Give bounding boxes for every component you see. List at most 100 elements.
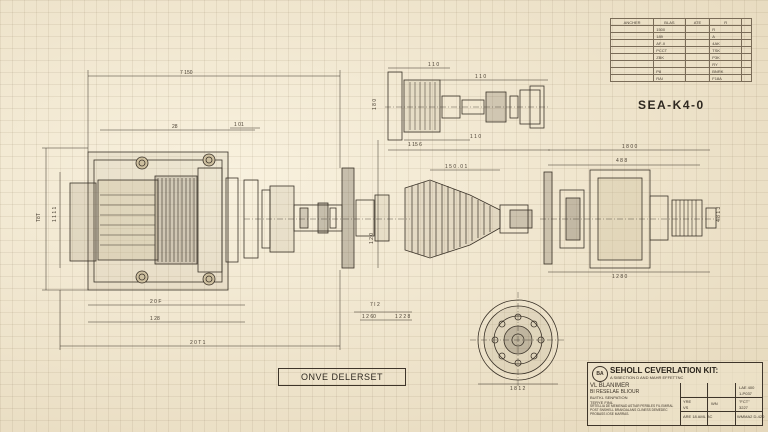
callout-label: ONVE DELERSET <box>278 368 406 386</box>
dim-left-height: T8T <box>36 213 42 222</box>
revision-cell <box>684 67 711 75</box>
revision-cell <box>684 39 711 47</box>
revision-cell: 1500 <box>653 25 686 33</box>
dim-side-v: 1 2 0 <box>369 233 375 244</box>
revision-cell: RY <box>709 60 743 68</box>
revision-cell <box>684 25 711 33</box>
revision-cell <box>609 74 655 82</box>
revision-cell: A <box>709 32 743 40</box>
tb-cell: ARE 18 AML BC <box>683 414 713 419</box>
dim-upper-assy-c: 1 15 6 <box>408 142 422 148</box>
dim-right-lower: 1 2 8 0 <box>612 274 628 280</box>
tb-cell: 1-P037 <box>739 391 752 396</box>
revision-cell: R <box>709 25 743 33</box>
revision-cell: ZBK <box>653 53 686 61</box>
revision-cell <box>741 46 752 54</box>
revision-cell <box>741 39 752 47</box>
dim-lower-a: 2 0 F <box>150 299 161 305</box>
dim-lower-b: 1 28 <box>150 316 160 322</box>
grid-line <box>681 397 763 398</box>
dim-left-inner: 1 1 1 1 <box>52 206 58 222</box>
revision-row: 189 A <box>609 32 752 40</box>
revision-cell <box>609 60 655 68</box>
revision-cell <box>741 74 752 82</box>
dim-section: 1 8 1 2 <box>510 386 526 392</box>
revision-cell <box>741 32 752 40</box>
revision-cell <box>609 39 655 47</box>
title-block-notes: SRTELLIA DE MEMENAD ASTIAR PERBLES FIL E… <box>590 404 674 416</box>
revision-cell <box>684 46 711 54</box>
tb-cell: VS <box>683 405 689 410</box>
dim-mid-a: 7 I 2 <box>370 302 380 308</box>
company-logo: BA <box>592 366 608 382</box>
revision-row: 1500 R <box>609 25 752 33</box>
revision-cell <box>684 60 711 68</box>
revision-cell <box>684 74 711 82</box>
revision-table-header: ANCHER BLAS ATE R <box>609 18 752 26</box>
revision-row: P8 BNRK <box>609 67 752 75</box>
revision-cell <box>741 60 752 68</box>
tb-cell: YRE <box>683 399 692 404</box>
revision-cell <box>609 32 655 40</box>
revision-cell: P8 <box>653 67 686 75</box>
revision-cell <box>609 67 655 75</box>
revision-row: RY <box>609 60 752 68</box>
dim-right-mid: 4 8 8 <box>616 158 627 164</box>
tb-cell: "FCT" <box>739 399 750 404</box>
revision-cell <box>741 53 752 61</box>
tb-cell: LAE 400 <box>739 385 755 390</box>
title-block-line: TERYE FINL <box>590 400 614 405</box>
dim-center-bell: 1 5 0 . 0 1 <box>445 164 467 170</box>
title-block-line: BUITKL SENPATION <box>590 395 628 400</box>
bellows-assembly <box>404 179 533 259</box>
revision-cell: F18A <box>709 74 743 82</box>
revision-cell <box>609 53 655 61</box>
dim-mid-b: 1 2 60 <box>362 314 376 320</box>
dim-right-top: 1 8 0 0 <box>622 144 638 150</box>
revision-cell <box>684 32 711 40</box>
tb-cell: WN <box>711 401 718 406</box>
section-view <box>470 292 566 388</box>
revision-cell: RAI <box>653 74 686 82</box>
revision-cell: 4AK <box>709 39 743 47</box>
title-block-line: BI RESELAE BLIOUR <box>590 389 640 395</box>
revision-cell: P3K <box>709 53 743 61</box>
drive-shaft-components <box>243 167 410 269</box>
revision-cell <box>609 46 655 54</box>
revision-row: RAI F18A <box>609 74 752 82</box>
revision-cell <box>684 53 711 61</box>
grid-line <box>681 411 763 412</box>
title-block-grid: LAE 400 1-P037 YRE VS WN "FCT" 3227 ARE … <box>680 383 765 425</box>
title-block-title: SEHOLL CEVERLATION KIT: <box>610 366 719 375</box>
dim-upper-assy-b: 1 1 0 <box>475 74 486 80</box>
revision-row: ZBK P3K <box>609 53 752 61</box>
upper-subassembly <box>385 71 548 141</box>
output-assembly <box>540 169 720 269</box>
dim-upper-assy-a: 1 1 0 <box>428 62 439 68</box>
revision-cell: BNRK <box>709 67 743 75</box>
tb-cell: WMMA2 D-420 <box>737 414 765 419</box>
grid-line <box>707 383 708 425</box>
dim-top-overall: 7 150 <box>180 70 193 76</box>
rev-header-cell: R <box>709 18 743 26</box>
revision-cell <box>741 25 752 33</box>
rev-header-cell: BLAS <box>653 18 686 26</box>
rev-header-cell: ANCHER <box>609 18 655 26</box>
revision-cell <box>653 60 686 68</box>
revision-cell: TSK <box>709 46 743 54</box>
dim-lower-overall: 2 0 T 1 <box>190 340 206 346</box>
dim-upper-assy-d: 1 1 0 <box>470 134 481 140</box>
revision-cell: AF-II <box>653 39 686 47</box>
revision-row: AF-II 4AK <box>609 39 752 47</box>
title-block-line: VL BLANIMER <box>590 383 630 389</box>
revision-cell: 189 <box>653 32 686 40</box>
title-block: BA SEHOLL CEVERLATION KIT: A SIBECTION D… <box>587 362 765 426</box>
title-block-subtitle: A SIBECTION D AND MAHR EFFETTNC <box>610 375 684 380</box>
grid-line <box>735 383 736 425</box>
dim-upper-mid: 28 <box>172 124 178 130</box>
drawing-number: SEA-K4-0 <box>638 98 705 112</box>
dimension-labels: 7 150 28 1 01 T8T 1 1 1 1 2 0 F 1 28 2 0… <box>36 62 722 392</box>
revision-cell <box>741 67 752 75</box>
